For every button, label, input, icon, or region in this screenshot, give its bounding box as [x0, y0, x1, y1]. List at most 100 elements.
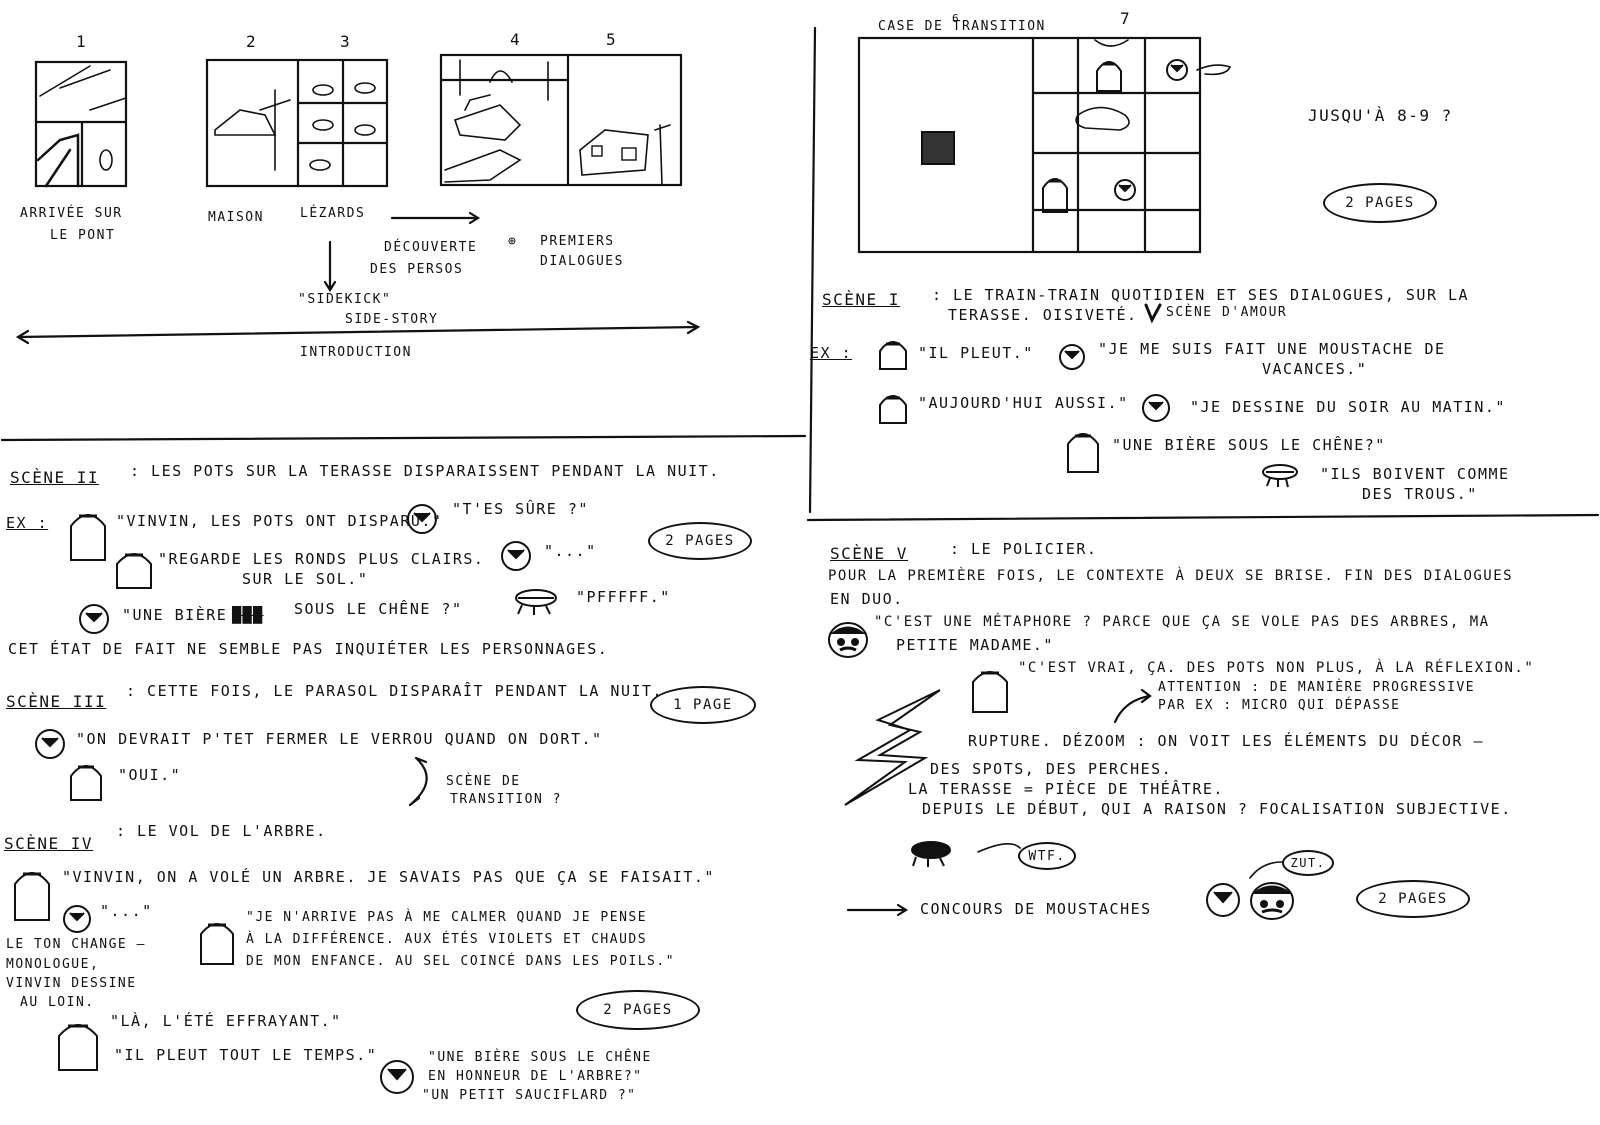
- panel-number-7: 7: [1120, 9, 1132, 28]
- scene-1-desc: : LE TRAIN-TRAIN QUOTIDIEN ET SES DIALOG…: [932, 286, 1470, 304]
- panel-number-1: 1: [76, 32, 88, 51]
- scene-5-rupture-4: DEPUIS LE DÉBUT, QUI A RAISON ? FOCALISA…: [922, 800, 1512, 818]
- scene-4-note-4: AU LOIN.: [20, 995, 95, 1010]
- scene-1-line-6b: DES TROUS.": [1362, 485, 1478, 503]
- pages-badge: 2 PAGES: [576, 990, 700, 1030]
- round-face-icon: [406, 503, 438, 539]
- scene-1-line-3: "AUJOURD'HUI AUSSI.": [918, 394, 1129, 412]
- round-face-icon: [62, 904, 92, 938]
- scene-2-line-1: "VINVIN, LES POTS ONT DISPARU.": [116, 512, 443, 530]
- lizard-icon: [510, 586, 562, 620]
- scene-4-line-1: "VINVIN, ON A VOLÉ UN ARBRE. JE SAVAIS P…: [62, 868, 715, 886]
- scene-4-line-5b: EN HONNEUR DE L'ARBRE?": [428, 1069, 643, 1084]
- caption-premiers-2: DIALOGUES: [540, 254, 624, 269]
- drip-character-icon: [114, 546, 154, 594]
- drip-character-icon: [68, 506, 108, 566]
- round-face-icon: [378, 1058, 416, 1100]
- round-face-icon: [1205, 882, 1241, 922]
- drip-character-icon: [68, 758, 104, 806]
- plus-icon: ⊕: [508, 234, 518, 249]
- scene-5-title: SCÈNE V: [830, 544, 908, 563]
- scene-2-title: SCÈNE II: [10, 468, 100, 487]
- scene-2-desc: : LES POTS SUR LA TERASSE DISPARAISSENT …: [130, 462, 720, 480]
- scene-1-line-2b: VACANCES.": [1262, 360, 1368, 378]
- scene-5-quote-1: "C'EST UNE MÉTAPHORE ? PARCE QUE ÇA SE V…: [874, 614, 1490, 630]
- panel-number-5: 5: [606, 30, 618, 49]
- scene-2-line-5: "UNE BIÈRE: [122, 606, 228, 624]
- policeman-icon: [826, 620, 870, 664]
- caption-lezards: LÉZARDS: [300, 206, 366, 221]
- drip-character-icon: [877, 389, 909, 429]
- scene-3-desc: : CETTE FOIS, LE PARASOL DISPARAÎT PENDA…: [126, 682, 664, 700]
- scene-5-desc: : LE POLICIER.: [950, 540, 1098, 558]
- scene-2-line-6: "PFFFFF.": [576, 588, 671, 606]
- scene-5-quote-2: "C'EST VRAI, ÇA. DES POTS NON PLUS, À LA…: [1018, 660, 1535, 676]
- round-face-icon: [1165, 58, 1189, 86]
- scene-2-line-5b: SOUS LE CHÊNE ?": [294, 600, 463, 618]
- scene-3-line-2: "OUI.": [118, 766, 182, 784]
- round-face-icon: [500, 540, 532, 576]
- scene-4-desc: : LE VOL DE L'ARBRE.: [116, 822, 327, 840]
- scene-4-line-5: "UNE BIÈRE SOUS LE CHÊNE: [428, 1050, 652, 1065]
- scene-2-line-4: "...": [544, 542, 597, 560]
- scene-5-rupture-3: LA TERASSE = PIÈCE DE THÉÂTRE.: [908, 780, 1224, 798]
- caption-maison: MAISON: [208, 210, 264, 225]
- scene-4-line-3: "LÀ, L'ÉTÉ EFFRAYANT.": [110, 1012, 342, 1030]
- scene-5-quote-1b: PETITE MADAME.": [896, 636, 1054, 654]
- scene-4-line-2: "...": [100, 902, 153, 920]
- scene-3-title: SCÈNE III: [6, 692, 107, 711]
- scene-4-note: LE TON CHANGE —: [6, 937, 146, 952]
- attention-note: ATTENTION : DE MANIÈRE PROGRESSIVE: [1158, 680, 1476, 695]
- round-face-icon: [1113, 178, 1137, 206]
- transition-note-2: TRANSITION ?: [450, 792, 562, 807]
- round-face-icon: [1058, 343, 1086, 375]
- scene-3-line-1: "ON DEVRAIT P'TET FERMER LE VERROU QUAND…: [76, 730, 603, 748]
- panel-number-4: 4: [510, 30, 522, 49]
- scene-1-title: SCÈNE I: [822, 290, 900, 309]
- transition-note: SCÈNE DE: [446, 774, 521, 789]
- scene-4-line-5c: "UN PETIT SAUCIFLARD ?": [422, 1088, 637, 1103]
- zut-bubble: ZUT.: [1282, 850, 1334, 876]
- scene-1-line-2: "JE ME SUIS FAIT UNE MOUSTACHE DE: [1098, 340, 1446, 358]
- scene-5-intro: POUR LA PREMIÈRE FOIS, LE CONTEXTE À DEU…: [828, 568, 1514, 584]
- caption-arrivee-2: LE PONT: [50, 228, 116, 243]
- scene-1-desc-2: TERASSE. OISIVETÉ.: [948, 306, 1138, 324]
- scene-2-ex: EX :: [6, 514, 49, 532]
- round-face-icon: [1141, 393, 1171, 427]
- scene-2-note: CET ÉTAT DE FAIT NE SEMBLE PAS INQUIÉTER…: [8, 640, 609, 658]
- scene-4-title: SCÈNE IV: [4, 834, 94, 853]
- attention-note-2: PAR EX : MICRO QUI DÉPASSE: [1158, 698, 1401, 713]
- case-transition-label: CASE DE TRANSITION: [878, 19, 1046, 34]
- pages-badge: 2 PAGES: [648, 522, 752, 560]
- scene-2-line-3: "REGARDE LES RONDS PLUS CLAIRS.: [158, 550, 485, 568]
- lizard-icon: [1258, 462, 1302, 492]
- pages-badge: 1 PAGE: [650, 686, 756, 724]
- drip-character-icon: [1094, 55, 1124, 97]
- drip-character-icon: [877, 335, 909, 375]
- panel-number-3: 3: [340, 32, 352, 51]
- scene-5-intro-2: EN DUO.: [830, 590, 904, 608]
- scratched-word: ███: [232, 606, 264, 624]
- drip-character-icon: [198, 916, 236, 970]
- scene-4-line-4: "IL PLEUT TOUT LE TEMPS.": [114, 1046, 378, 1064]
- scene-5-rupture: RUPTURE. DÉZOOM : ON VOIT LES ÉLÉMENTS D…: [968, 732, 1485, 750]
- jusqua-label: JUSQU'À 8-9 ?: [1308, 106, 1453, 125]
- caption-premiers: PREMIERS: [540, 234, 615, 249]
- caption-arrivee: ARRIVÉE SUR: [20, 206, 123, 221]
- scene-4-monologue-1: "JE N'ARRIVE PAS À ME CALMER QUAND JE PE…: [246, 910, 648, 925]
- scene-1-desc-3: SCÈNE D'AMOUR: [1166, 305, 1288, 320]
- round-face-icon: [34, 728, 66, 764]
- panel-number-6: 6: [952, 12, 961, 25]
- drip-character-icon: [12, 864, 52, 926]
- caption-sidestory: SIDE-STORY: [345, 312, 439, 327]
- scene-4-monologue-2: À LA DIFFÉRENCE. AUX ÉTÉS VIOLETS ET CHA…: [246, 932, 648, 947]
- drip-character-icon: [1040, 172, 1070, 218]
- pages-badge: 2 PAGES: [1323, 183, 1437, 223]
- lizard-icon: [906, 838, 956, 872]
- scene-4-note-3: VINVIN DESSINE: [6, 976, 137, 991]
- scene-1-ex: EX :: [810, 344, 853, 362]
- drip-character-icon: [970, 664, 1010, 718]
- scene-2-line-3b: SUR LE SOL.": [242, 570, 369, 588]
- caption-sidekick: "SIDEKICK": [298, 292, 392, 307]
